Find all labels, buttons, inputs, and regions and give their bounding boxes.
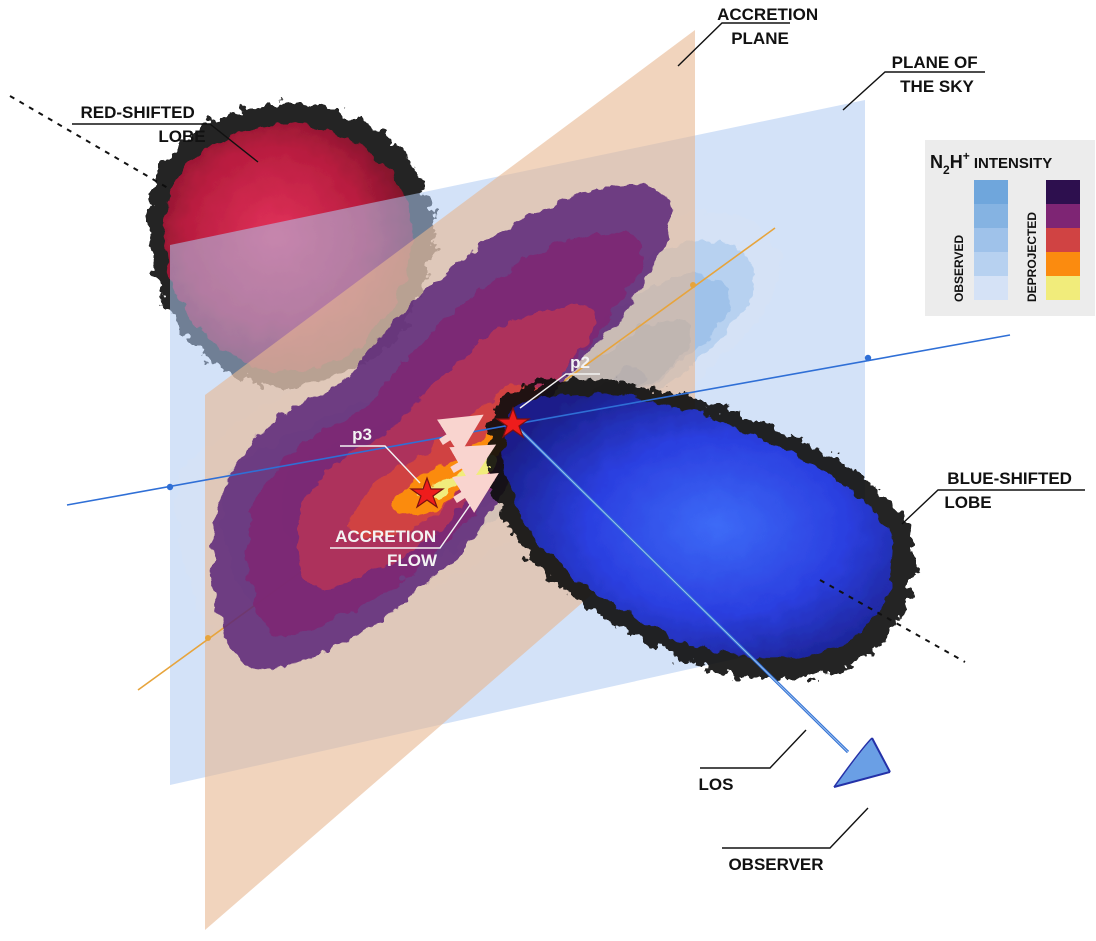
p2-leader: [519, 373, 600, 409]
deprojected-swatches: [1046, 180, 1080, 300]
observer-label: OBSERVER: [728, 855, 823, 874]
deprojected-legend-label: DEPROJECTED: [1025, 212, 1039, 302]
observer-icon: [833, 737, 891, 788]
blue-lobe-leader: [901, 489, 1085, 525]
observed-swatch-1: [974, 180, 1008, 204]
observed-swatch-4: [974, 252, 1008, 276]
observed-swatches: [974, 180, 1008, 300]
red-lobe-leader: [72, 123, 259, 163]
accretion-flow-arrows: [436, 414, 499, 513]
observed-swatch-2: [974, 204, 1008, 228]
legend-title: N2H+ INTENSITY: [930, 149, 1052, 177]
blue-lobe-label: BLUE-SHIFTED LOBE: [944, 469, 1076, 512]
plane-of-sky-label: PLANE OF THE SKY: [892, 53, 983, 96]
los-label: LOS: [699, 775, 734, 794]
deprojected-swatch-2: [1046, 204, 1080, 228]
accretion-flow-label: ACCRETION FLOW: [335, 527, 441, 570]
los-leader: [700, 729, 807, 769]
sky-axis-point-2: [864, 354, 872, 362]
observed-swatch-3: [974, 228, 1008, 252]
observer-leader: [722, 807, 869, 849]
accretion-flow-leader: [330, 504, 471, 549]
star-p2-icon: [495, 406, 531, 439]
accretion-axis-point-1: [205, 635, 211, 641]
sky-axis-point-1: [166, 483, 174, 491]
p3-leader: [340, 445, 421, 484]
observed-legend-label: OBSERVED: [952, 235, 966, 302]
intensity-legend: N2H+ INTENSITY OBSERVED DEPROJECTED: [925, 140, 1095, 316]
sky-plane-axis: [66, 334, 1011, 506]
p2-label: p2: [570, 353, 590, 372]
deprojected-swatch-3: [1046, 228, 1080, 252]
star-p3-icon: [409, 476, 445, 509]
accretion-plane-leader: [677, 22, 790, 67]
plane-of-sky-leader: [842, 71, 985, 111]
p3-label: p3: [352, 425, 372, 444]
deprojected-swatch-1: [1046, 180, 1080, 204]
blue-shifted-lobe: [486, 379, 915, 680]
deprojected-swatch-5: [1046, 276, 1080, 300]
accretion-axis-point-2: [690, 282, 696, 288]
red-lobe-label: RED-SHIFTED LOBE: [80, 103, 205, 146]
line-of-sight-highlight: [512, 422, 849, 753]
accretion-plane-label: ACCRETION PLANE: [717, 5, 823, 48]
deprojected-swatch-4: [1046, 252, 1080, 276]
observed-swatch-5: [974, 276, 1008, 300]
